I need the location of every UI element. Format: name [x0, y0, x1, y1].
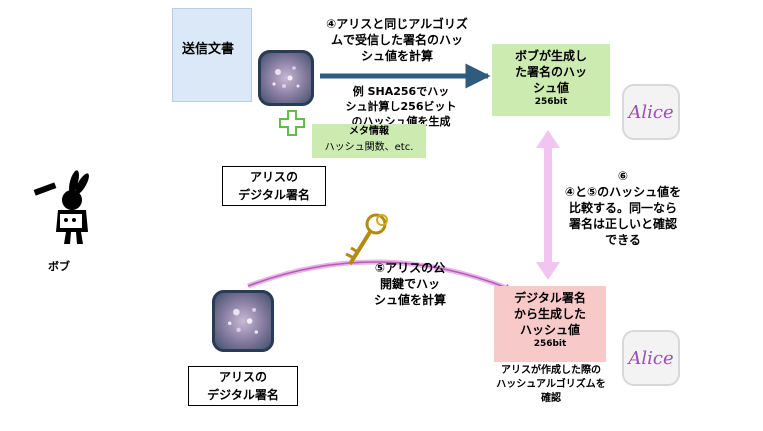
bob-label: ボブ: [48, 260, 70, 273]
step6-line: 署名は正しいと確認: [568, 217, 677, 231]
note-line: 確認: [541, 393, 561, 404]
alice-logo-text: Alice: [628, 101, 674, 123]
alice-logo-bottom: Alice: [622, 330, 680, 386]
bob-hash-line: ボブが生成し: [514, 49, 587, 63]
example-text: 例 SHA256でハッ シュ計算し256ビット のハッシュ値を生成: [326, 84, 476, 129]
alice-logo-text: Alice: [628, 347, 674, 369]
document-card: [172, 8, 252, 102]
signature-label-top: アリスの デジタル署名: [222, 166, 326, 206]
meta-title: メタ情報: [349, 126, 389, 137]
step5-line: ⑤アリスの公: [374, 261, 446, 275]
example-line: 例 SHA256でハッ: [352, 85, 450, 98]
plus-icon: [279, 110, 305, 136]
document-label: 送信文書: [182, 42, 235, 57]
step6-text: ⑥ ④と⑤のハッシュ値を 比較する。同一なら 署名は正しいと確認 できる: [560, 168, 686, 248]
note-line: アリスが作成した際の: [501, 365, 601, 376]
bob-hash-bits: 256bit: [534, 97, 568, 107]
signature-icon-bottom: [212, 290, 274, 352]
bob-rabbit-icon: [33, 170, 89, 244]
bob-hash-line: シュ値: [532, 81, 569, 95]
step4-text: ④アリスと同じアルゴリズ ムで受信した署名のハッ シュ値を計算: [318, 16, 476, 64]
sig-hash-bits: 256bit: [533, 339, 567, 349]
step4-line: ④アリスと同じアルゴリズ: [326, 17, 468, 31]
signature-line: アリスの: [249, 170, 298, 184]
step6-line: ④と⑤のハッシュ値を: [564, 185, 682, 199]
alice-logo-top: Alice: [622, 84, 680, 140]
step4-line: シュ値を計算: [360, 49, 433, 63]
example-line: シュ計算し256ビット: [345, 100, 457, 113]
meta-info: メタ情報 ハッシュ関数、etc.: [312, 124, 426, 158]
step5-line: シュ値を計算: [373, 293, 446, 307]
step6-line: 比較する。同一なら: [568, 201, 677, 215]
flower-pattern-icon: [272, 66, 300, 88]
signature-label-bottom: アリスの デジタル署名: [188, 366, 298, 406]
note-line: ハッシュアルゴリズムを: [496, 379, 606, 390]
key-icon: [345, 213, 388, 266]
bob-hash-line: た署名のハッ: [514, 65, 587, 79]
meta-detail: ハッシュ関数、etc.: [324, 142, 414, 153]
signature-line: デジタル署名: [207, 388, 279, 402]
step6-line: ⑥: [617, 169, 629, 183]
signature-line: デジタル署名: [238, 188, 310, 202]
algorithm-note: アリスが作成した際の ハッシュアルゴリズムを 確認: [484, 364, 618, 406]
signature-icon-top: [258, 50, 314, 106]
signature-hash-box: デジタル署名 から生成した ハッシュ値 256bit: [494, 286, 606, 362]
step5-line: 開鍵でハッ: [379, 277, 440, 291]
signature-line: アリスの: [218, 370, 267, 384]
compare-arrow: [536, 130, 560, 280]
step6-line: できる: [605, 233, 641, 247]
step4-line: ムで受信した署名のハッ: [330, 33, 463, 47]
sig-hash-line: から生成した: [513, 307, 586, 321]
sig-hash-line: ハッシュ値: [519, 323, 580, 337]
flower-pattern-icon: [227, 307, 258, 334]
step5-text: ⑤アリスの公 開鍵でハッ シュ値を計算: [362, 260, 458, 308]
bob-hash-box: ボブが生成し た署名のハッ シュ値 256bit: [492, 44, 610, 116]
sig-hash-line: デジタル署名: [514, 291, 586, 305]
